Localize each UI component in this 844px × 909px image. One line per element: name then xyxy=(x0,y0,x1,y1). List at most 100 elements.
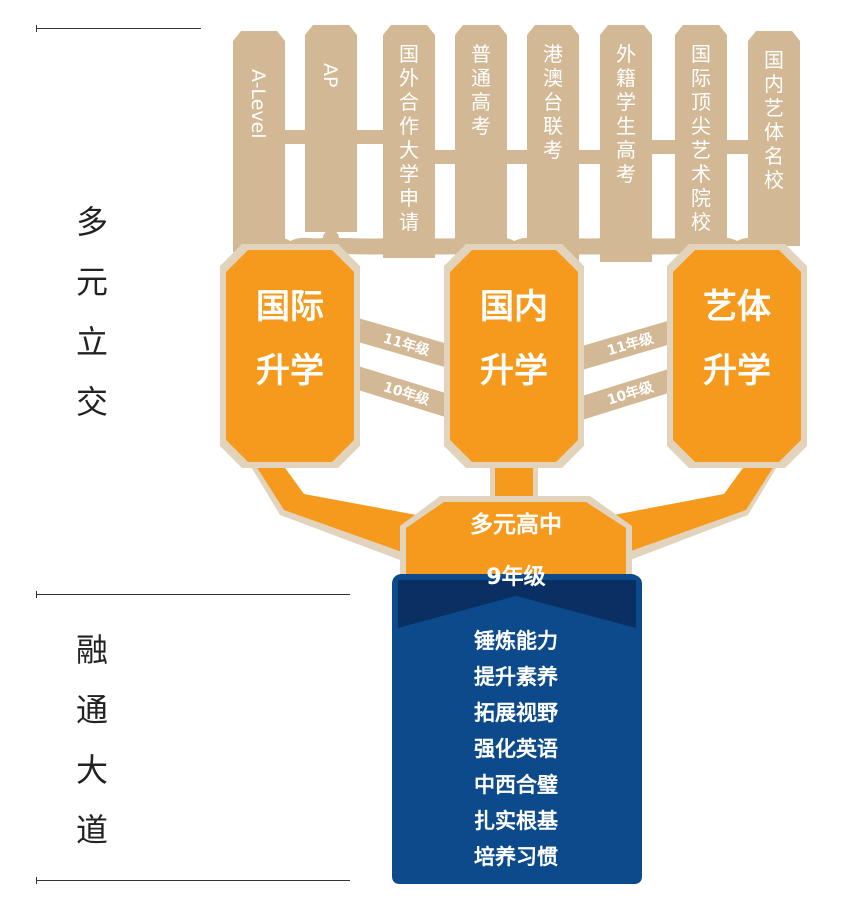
base-item: 提升素养 xyxy=(474,665,558,689)
base-item: 培养习惯 xyxy=(474,845,558,869)
side-char: 交 xyxy=(75,383,108,421)
destination-column: 国际顶尖艺术院校 xyxy=(675,25,727,242)
destination-label: 国际顶尖艺术院校 xyxy=(691,42,711,234)
destination-column: 国外合作大学申请 xyxy=(383,25,435,258)
side-char: 通 xyxy=(75,691,108,729)
grade-band xyxy=(358,366,455,420)
track-node: 艺体升学 xyxy=(667,244,807,468)
destination-column: 国内艺体名校 xyxy=(748,31,800,246)
destination-label-char: 籍 xyxy=(616,66,636,90)
column-shape xyxy=(527,25,579,262)
track-label-row: 艺体 xyxy=(703,287,771,327)
destination-label-char: 国 xyxy=(399,42,419,66)
destination-label-char: 艺 xyxy=(691,138,711,162)
grade-band xyxy=(358,318,455,370)
destination-label-char: 学 xyxy=(399,162,419,186)
track-node: 国内升学 xyxy=(444,244,584,468)
destination-column: 港澳台联考 xyxy=(527,25,579,262)
grade-link-left-11: 11年级 xyxy=(358,318,455,370)
side-char: 道 xyxy=(75,811,108,849)
track-label-row: 升学 xyxy=(256,351,324,391)
destination-label: AP xyxy=(319,63,341,87)
destination-label-char: 国 xyxy=(691,42,711,66)
column-shape xyxy=(455,25,507,258)
track-node-shape xyxy=(450,250,578,462)
destination-label-char: 名 xyxy=(764,144,784,168)
base-chevron xyxy=(398,580,636,628)
side-char: 立 xyxy=(75,323,108,361)
destination-column: 外籍学生高考 xyxy=(600,25,652,262)
destination-label-char: 外 xyxy=(399,66,419,90)
base-item: 中西合璧 xyxy=(474,773,558,797)
side-label-top: 多 元 立 交 xyxy=(72,192,112,432)
destination-label-char: 外 xyxy=(616,42,636,66)
left-trunk xyxy=(256,450,422,552)
destination-label-char: 术 xyxy=(691,162,711,186)
destination-label: A-Level xyxy=(247,69,269,139)
track-label: 艺体升学 xyxy=(703,287,771,391)
side-char: 元 xyxy=(75,263,108,301)
destination-label-char: 通 xyxy=(471,66,491,90)
side-char: 多 xyxy=(75,203,108,241)
destination-label-char: 作 xyxy=(399,114,419,138)
base-grade: 9年级 xyxy=(486,564,545,590)
destination-label-char: 考 xyxy=(616,162,636,186)
track-label: 国际升学 xyxy=(256,287,324,391)
destination-label-char: 高 xyxy=(471,90,491,114)
track-node-shape xyxy=(226,250,354,462)
base-item: 扎实根基 xyxy=(474,809,559,833)
grade-link-right-10: 10年级 xyxy=(582,366,678,420)
destination-label-char: 合 xyxy=(399,90,419,114)
track-label-row: 升学 xyxy=(703,351,771,391)
destination-label-char: 体 xyxy=(764,120,784,144)
track-node: 国际升学 xyxy=(220,244,360,468)
base-title: 多元高中 xyxy=(470,511,562,538)
destination-label: 国内艺体名校 xyxy=(764,48,784,192)
track-label-row: 国内 xyxy=(480,287,548,327)
destination-label-char: 国 xyxy=(764,48,784,72)
destination-label-char: 考 xyxy=(471,114,491,138)
destination-label: 外籍学生高考 xyxy=(616,42,636,186)
base-item: 锤炼能力 xyxy=(474,629,558,653)
column-shape xyxy=(600,25,652,262)
destination-label-char: 考 xyxy=(543,138,563,162)
destination-label-char: 尖 xyxy=(691,114,711,138)
top-rule xyxy=(36,25,201,32)
base-item: 拓展视野 xyxy=(474,701,558,725)
destination-label-char: 普 xyxy=(471,42,491,66)
destination-column: 普通高考 xyxy=(455,25,507,258)
base-body xyxy=(392,574,642,884)
column-shape xyxy=(748,31,800,246)
destination-label-char: 顶 xyxy=(691,90,711,114)
base-roof-edge xyxy=(406,548,626,570)
destination-label-char: 内 xyxy=(764,72,784,96)
grade-band xyxy=(582,318,678,370)
column-shape xyxy=(233,31,285,252)
destination-label-char: 学 xyxy=(616,90,636,114)
track-label-row: 国际 xyxy=(256,287,324,327)
track-label: 国内升学 xyxy=(480,287,548,391)
destination-label-char: 联 xyxy=(543,114,563,138)
right-trunk xyxy=(608,450,774,552)
destination-label-char: 生 xyxy=(616,114,636,138)
grade-link-right-11: 11年级 xyxy=(582,318,678,370)
middle-rule xyxy=(36,591,350,598)
bottom-rule xyxy=(36,877,350,884)
destination-label-char: 澳 xyxy=(543,66,563,90)
destination-label-char: 院 xyxy=(691,186,711,210)
destination-label-char: 台 xyxy=(543,90,563,114)
column-shape xyxy=(383,25,435,258)
destination-column: AP xyxy=(305,25,357,232)
destination-label: 普通高考 xyxy=(471,42,491,138)
connector-brace xyxy=(409,150,626,164)
destination-column: A-Level xyxy=(233,31,285,252)
destination-label: 国外合作大学申请 xyxy=(399,42,419,234)
grade-link-left-10: 10年级 xyxy=(358,366,455,420)
track-node-shape xyxy=(673,250,801,462)
destination-label-char: 大 xyxy=(399,138,419,162)
destination-label-char: 际 xyxy=(691,66,711,90)
